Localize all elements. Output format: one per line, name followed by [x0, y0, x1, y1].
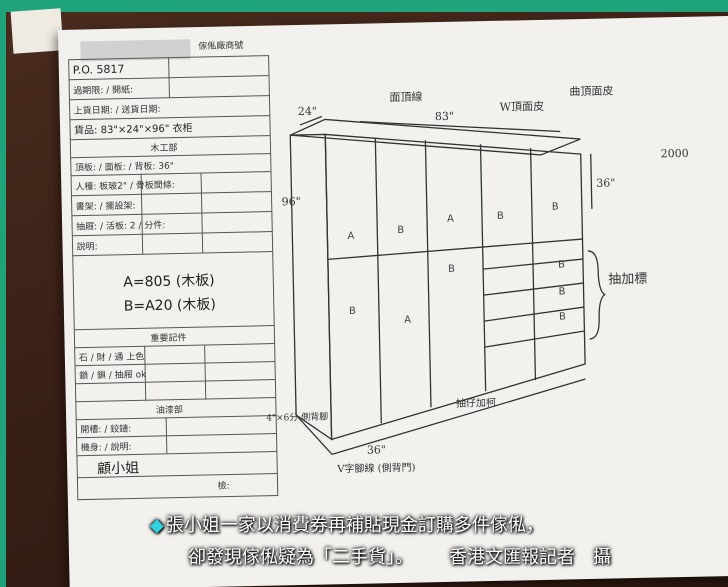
po-number: P.O. 5817 — [73, 63, 125, 77]
diamond-icon: ◆ — [150, 515, 164, 536]
note-top-2: W頂面皮 — [500, 100, 545, 114]
paper-corner — [10, 8, 64, 54]
photo-credit: 香港文匯報記者 攝 — [449, 547, 611, 568]
svg-text:B: B — [397, 225, 404, 236]
form-line-3: 貨品: 83"×24"×96" 衣柜 — [74, 121, 193, 136]
paint-row-1: 開槽: / 鉸鏈: — [80, 423, 131, 436]
blurred-name — [80, 39, 191, 62]
order-sheet: 傢俬廠商號 P.O. 5817 過期限: / 開紙: 上貨日期: / 送貨日期:… — [58, 15, 728, 587]
svg-text:A: A — [447, 214, 454, 225]
signature: 顧小姐 — [97, 460, 139, 477]
svg-text:A: A — [404, 315, 411, 326]
photo-caption: ◆張小姐一家以消費券再補貼現金訂購多件傢俬， 卻發現傢俬疑為「二手貨」。 香港文匯… — [150, 510, 720, 574]
paint-row-2: 機身: / 說明: — [81, 441, 132, 454]
wardrobe-sketch — [289, 115, 606, 455]
sketch-letters: A B A B B B A B B B B — [347, 202, 566, 326]
svg-text:B: B — [448, 264, 455, 275]
dim-24: 24" — [298, 105, 317, 118]
sheet-svg: 傢俬廠商號 P.O. 5817 過期限: / 開紙: 上貨日期: / 送貨日期:… — [68, 39, 689, 501]
record-row-2: 鎖 / 鎖 / 抽屜 ok — [79, 368, 147, 381]
svg-text:A: A — [347, 231, 354, 242]
formula-b: B=A20 (木板) — [124, 297, 216, 315]
left-border — [0, 0, 6, 587]
caption-line-1: 張小姐一家以消費券再補貼現金訂購多件傢俬， — [165, 515, 544, 536]
form-line-8: 抽屜: / 活板: 2 / 分件: — [76, 219, 165, 233]
form-line-4: 木工部 — [150, 142, 177, 155]
dim-96: 96" — [282, 195, 301, 208]
note-2000: 2000 — [661, 147, 689, 161]
dim-36-right: 36" — [596, 176, 615, 189]
form-line-7: 書架: / 擺設架: — [76, 199, 136, 212]
record-title: 重要記件 — [150, 331, 186, 344]
svg-text:B: B — [349, 306, 356, 317]
form-line-6: 人檯: 板玻2" / 骨板間條: — [75, 179, 175, 193]
formula-a: A=805 (木板) — [123, 273, 215, 291]
note-top-1: 面頂線 — [389, 89, 422, 104]
company-name: 傢俬廠商號 — [198, 39, 243, 52]
form-line-2: 上貨日期: / 送貨日期: — [74, 103, 161, 117]
note-top-3: 曲頂面皮 — [569, 84, 613, 98]
svg-text:B: B — [558, 259, 565, 270]
top-border — [0, 0, 728, 12]
note-feet: 4"×6分 側背腳 — [266, 410, 328, 423]
note-drawer-handle: 抽仔加柯 — [456, 396, 496, 410]
dim-36-bottom: 36" — [367, 443, 386, 456]
svg-text:B: B — [497, 211, 504, 222]
caption-line-2: 卻發現傢俬疑為「二手貨」。 — [188, 547, 413, 568]
form-line-1: 過期限: / 開紙: — [73, 83, 133, 96]
paint-title: 油漆部 — [156, 403, 183, 416]
form-line-9: 說明: — [76, 240, 97, 252]
note-vline: V字腳線 (側背門) — [336, 461, 416, 476]
note-drawers: 抽加標 — [608, 272, 647, 288]
record-row-1: 石 / 財 / 通 上色 — [79, 350, 145, 363]
dim-83: 83" — [435, 110, 454, 123]
form-line-5: 頂板: / 面板: / 背板: 36" — [75, 160, 174, 174]
form-table — [68, 55, 279, 501]
svg-text:B: B — [559, 311, 566, 322]
svg-text:B: B — [552, 202, 559, 213]
svg-text:B: B — [558, 286, 565, 297]
inspect-label: 檢: — [217, 480, 229, 492]
